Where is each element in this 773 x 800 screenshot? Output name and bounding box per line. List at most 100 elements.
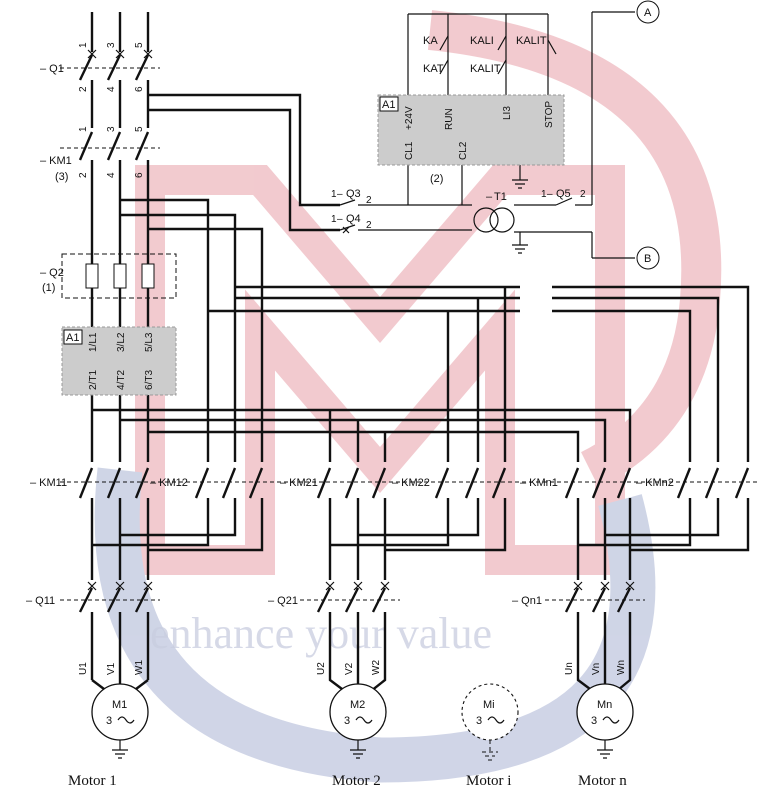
km1-note: (3) xyxy=(55,171,68,183)
svg-text:Vn: Vn xyxy=(591,663,602,675)
kmn2-label: – KMn2 xyxy=(636,477,674,489)
q2-fuses xyxy=(85,263,155,289)
supply-pole-numbers: 1 3 5 2 4 6 1 3 5 2 4 6 xyxy=(78,42,145,178)
output-a-label: A xyxy=(644,7,652,19)
motor-2-caption: Motor 2 xyxy=(332,773,381,789)
motor-n-phase: 3 xyxy=(591,715,597,727)
terminal-run: RUN xyxy=(444,108,455,130)
kmn1-label: – KMn1 xyxy=(520,477,558,489)
motor-2: M2 3 Motor 2 xyxy=(329,683,387,789)
control-note: (2) xyxy=(430,173,443,185)
svg-text:3: 3 xyxy=(106,126,117,132)
q5-prefix: – xyxy=(547,189,553,200)
motor-i-caption: Motor i xyxy=(466,773,511,789)
motor-1-caption: Motor 1 xyxy=(68,773,117,789)
q3-num-1: 1 xyxy=(331,189,337,200)
svg-text:W2: W2 xyxy=(371,660,382,675)
q3-num-2: 2 xyxy=(366,195,372,206)
q5-num-1: 1 xyxy=(541,189,547,200)
terminal-cl1: CL1 xyxy=(404,141,415,160)
svg-text:Wn: Wn xyxy=(616,660,627,675)
svg-text:U1: U1 xyxy=(78,662,89,675)
q1-label: – Q1 xyxy=(40,63,64,75)
contact-kali: KALI xyxy=(470,35,494,47)
q11-label: – Q11 xyxy=(26,595,55,607)
t1-prefix: – xyxy=(486,191,493,203)
km22-label: – KM22 xyxy=(392,477,430,489)
km11-label: – KM11 xyxy=(30,477,67,489)
q2-label: – Q2 xyxy=(40,267,64,279)
motor-i-phase: 3 xyxy=(476,715,482,727)
q5-label: Q5 xyxy=(556,188,571,200)
watermark-logo xyxy=(94,10,722,783)
svg-text:U2: U2 xyxy=(316,662,327,675)
svg-text:6: 6 xyxy=(134,172,145,178)
control-circuit xyxy=(407,13,557,205)
starter-label: A1 xyxy=(66,332,79,344)
starter-in-3: 5/L3 xyxy=(144,332,155,352)
svg-text:W1: W1 xyxy=(134,660,145,675)
q3-prefix: – xyxy=(337,189,343,200)
km12-label: – KM12 xyxy=(150,477,188,489)
km1-label: – KM1 xyxy=(40,155,72,167)
supply-lines xyxy=(60,12,760,696)
motor-n: Mn 3 Motor n xyxy=(576,683,634,789)
contact-ka: KA xyxy=(423,35,438,47)
control-a1-box xyxy=(377,94,565,166)
svg-text:5: 5 xyxy=(134,42,145,48)
contact-kalit-2: KALIT xyxy=(470,63,501,75)
motor-1: M1 3 Motor 1 xyxy=(68,683,149,789)
svg-text:3: 3 xyxy=(106,42,117,48)
starter-in-2: 3/L2 xyxy=(116,332,127,352)
svg-text:6: 6 xyxy=(134,86,145,92)
qn1-label: – Qn1 xyxy=(512,595,542,607)
terminal-stop: STOP xyxy=(544,101,555,128)
svg-text:1: 1 xyxy=(78,126,89,132)
km21-label: – KM21 xyxy=(280,477,318,489)
transformer-circuit xyxy=(148,11,635,259)
q4-num-2: 2 xyxy=(366,220,372,231)
svg-text:2: 2 xyxy=(78,172,89,178)
motor-2-name: M2 xyxy=(350,699,365,711)
svg-text:V2: V2 xyxy=(344,662,355,675)
terminal-li3: LI3 xyxy=(502,106,513,120)
svg-text:V1: V1 xyxy=(106,662,117,675)
starter-out-2: 4/T2 xyxy=(116,370,127,390)
control-a1-label: A1 xyxy=(382,99,395,111)
svg-text:Un: Un xyxy=(564,662,575,675)
motor-i-name: Mi xyxy=(483,699,495,711)
motor-n-caption: Motor n xyxy=(578,773,627,789)
q4-num-1: 1 xyxy=(331,214,337,225)
q4-label: Q4 xyxy=(346,213,361,225)
terminal-cl2: CL2 xyxy=(458,141,469,160)
svg-text:4: 4 xyxy=(106,172,117,178)
watermark-text: enhance your value xyxy=(150,609,492,658)
svg-text:4: 4 xyxy=(106,86,117,92)
contact-kalit: KALIT xyxy=(516,35,547,47)
motor-n-name: Mn xyxy=(597,699,612,711)
output-a-circle xyxy=(636,0,660,24)
motor-terminals: U1 V1 W1 U2 V2 W2 Un Vn Wn xyxy=(78,660,627,675)
terminal-24v: +24V xyxy=(404,106,415,130)
starter-out-1: 2/T1 xyxy=(88,370,99,390)
contactor-blades xyxy=(194,467,750,696)
svg-text:1: 1 xyxy=(78,42,89,48)
starter-in-1: 1/L1 xyxy=(88,332,99,352)
q21-label: – Q21 xyxy=(268,595,298,607)
q2-note: (1) xyxy=(42,282,55,294)
output-b-circle xyxy=(636,246,660,270)
q4-prefix: – xyxy=(337,214,343,225)
q3-label: Q3 xyxy=(346,188,361,200)
q2-fuse-box xyxy=(61,253,177,299)
starter-out-3: 6/T3 xyxy=(144,370,155,390)
svg-text:2: 2 xyxy=(78,86,89,92)
motor-2-phase: 3 xyxy=(344,715,350,727)
motor-1-name: M1 xyxy=(112,699,127,711)
output-b-label: B xyxy=(644,253,651,265)
motor-i: Mi 3 Motor i xyxy=(461,683,519,789)
q5-num-2: 2 xyxy=(580,189,586,200)
contact-kat: KAT xyxy=(423,63,444,75)
motor-1-phase: 3 xyxy=(106,715,112,727)
t1-label: T1 xyxy=(494,191,507,203)
